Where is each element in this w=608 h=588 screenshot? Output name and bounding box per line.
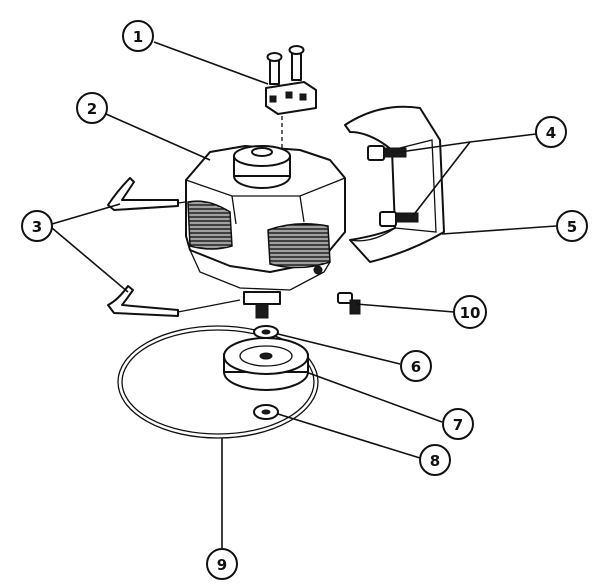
callout-1: 1: [122, 20, 154, 52]
motor-body: [185, 145, 346, 319]
callout-3-label: 3: [32, 218, 42, 236]
mounting-clip-lower: [107, 285, 241, 317]
callout-3: 3: [21, 210, 53, 242]
callout-4: 4: [535, 116, 567, 148]
washer: [253, 325, 279, 339]
callout-6: 6: [400, 350, 432, 382]
callout-7-label: 7: [453, 416, 463, 434]
callout-8-label: 8: [430, 452, 440, 470]
callout-10-label: 10: [460, 304, 481, 322]
callout-5: 5: [556, 210, 588, 242]
bracket-bolt-lower: [379, 211, 419, 227]
callout-6-label: 6: [411, 358, 421, 376]
callout-2: 2: [76, 92, 108, 124]
callout-8: 8: [419, 444, 451, 476]
callout-9-label: 9: [217, 556, 227, 574]
motor-switch: [265, 45, 317, 150]
motor-pulley: [223, 337, 309, 391]
callout-2-label: 2: [87, 100, 97, 118]
callout-1-label: 1: [133, 28, 143, 46]
callout-7: 7: [442, 408, 474, 440]
drive-belt: [117, 325, 319, 439]
pulley-nut: [253, 404, 279, 420]
bracket-bolt-upper: [367, 145, 407, 161]
motor-bracket: [344, 105, 445, 263]
callout-9: 9: [206, 548, 238, 580]
leader-lines: [51, 41, 557, 548]
mounting-screw: [337, 292, 361, 315]
callout-4-label: 4: [546, 124, 556, 142]
callout-10: 10: [453, 295, 487, 329]
callout-5-label: 5: [567, 218, 577, 236]
